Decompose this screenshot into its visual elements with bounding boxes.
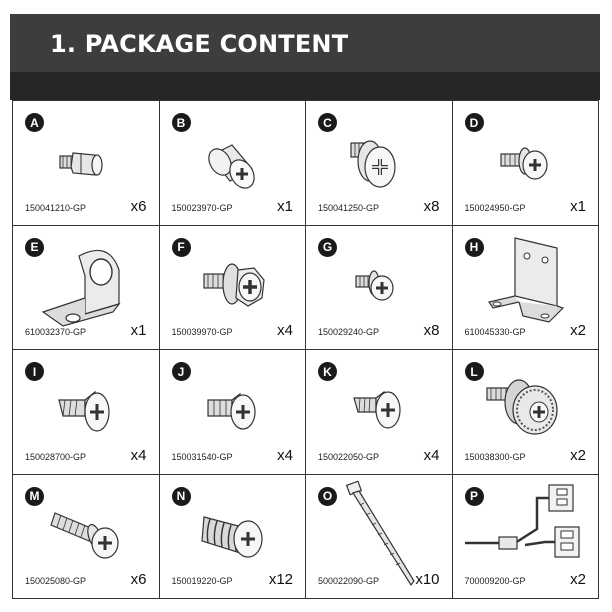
quantity: x4 (277, 322, 293, 339)
part-cell-f: F 150039970-GP x4 (159, 225, 306, 350)
item-letter-badge: L (464, 362, 484, 381)
part-cell-b: B 150023970-GP x1 (159, 101, 306, 226)
part-cell-d: D 150024950-GP x1 (452, 101, 599, 226)
part-number: 150025080-GP (25, 576, 87, 586)
part-number: 500022090-GP (318, 576, 380, 586)
item-letter-badge: A (25, 113, 44, 132)
item-letter-badge: D (464, 113, 484, 132)
cable-tie-icon (345, 479, 415, 586)
part-number: 150023970-GP (171, 202, 233, 213)
quantity: x4 (130, 446, 147, 464)
item-letter-badge: B (171, 113, 191, 132)
part-number: 150028700-GP (25, 451, 87, 462)
countersunk-screw-icon (58, 390, 110, 432)
quantity: x1 (277, 197, 293, 215)
item-letter-badge: N (171, 486, 191, 506)
quantity: x2 (570, 446, 586, 464)
quantity: x4 (277, 446, 293, 464)
part-number: 150031540-GP (171, 451, 233, 462)
item-letter-badge: C (318, 113, 337, 132)
part-cell-a: A 150041210-GP x6 (13, 101, 160, 226)
item-letter-badge: G (318, 237, 337, 257)
part-number: 700009200-GP (464, 576, 526, 586)
l-bracket-icon (41, 249, 121, 327)
quantity: x2 (570, 322, 586, 339)
item-letter-badge: E (25, 237, 44, 257)
part-cell-p: P 700009200-GP x2 (452, 474, 599, 599)
parts-grid: A 150041210-GP x6 B 150023970-GP x1 (12, 100, 599, 599)
part-number: 150041250-GP (318, 202, 380, 213)
part-cell-g: G 150029240-GP x8 (306, 225, 453, 350)
part-number: 150022050-GP (318, 451, 380, 462)
part-cell-o: O 500022090-GP x10 (306, 474, 453, 599)
quantity: x8 (423, 322, 440, 339)
long-screw-icon (50, 511, 119, 559)
countersunk-screw-icon (206, 392, 256, 430)
large-head-screw-icon (350, 140, 396, 188)
part-number: 150029240-GP (318, 327, 380, 337)
part-number: 150019220-GP (171, 576, 233, 586)
quantity: x1 (130, 322, 147, 339)
part-number: 150039970-GP (171, 327, 233, 337)
part-cell-l: L 150038300-GP x2 (452, 350, 599, 475)
item-letter-badge: F (171, 237, 191, 257)
short-screw-icon (499, 147, 548, 180)
cylinder-nut-icon (207, 144, 255, 189)
splitter-cable-icon (464, 483, 580, 558)
part-number: 150038300-GP (464, 451, 526, 462)
item-letter-badge: M (25, 486, 44, 506)
page-title: 1. PACKAGE CONTENT (50, 30, 349, 58)
part-number: 610045330-GP (464, 327, 526, 337)
item-letter-badge: J (171, 362, 191, 381)
part-cell-c: C 150041250-GP x8 (306, 101, 453, 226)
item-letter-badge: K (318, 362, 337, 381)
thumb-screw-icon (485, 379, 558, 435)
part-cell-e: E 610032370-GP x1 (13, 225, 160, 350)
part-cell-m: M 150025080-GP x6 (13, 474, 160, 599)
item-letter-badge: P (464, 486, 484, 506)
fan-screw-icon (200, 515, 263, 558)
quantity: x2 (570, 571, 586, 588)
part-cell-h: H 610045330-GP x2 (452, 225, 599, 350)
part-cell-j: J 150031540-GP x4 (159, 350, 306, 475)
flange-screw-icon (202, 262, 265, 307)
quantity: x1 (570, 197, 586, 215)
header-band (10, 72, 600, 100)
quantity: x8 (423, 197, 440, 215)
part-number: 610032370-GP (25, 327, 87, 337)
quantity: x4 (423, 446, 440, 464)
mounting-bracket-icon (487, 236, 564, 323)
item-letter-badge: I (25, 362, 44, 381)
part-number: 150024950-GP (464, 202, 526, 213)
quantity: x6 (130, 197, 147, 215)
item-letter-badge: O (318, 486, 337, 506)
standoff-icon (59, 152, 103, 176)
part-cell-i: I 150028700-GP x4 (13, 350, 160, 475)
part-cell-k: K 150022050-GP x4 (306, 350, 453, 475)
item-letter-badge: H (464, 237, 484, 257)
small-screw-icon (355, 269, 394, 301)
countersunk-screw-icon (353, 390, 401, 429)
quantity: x6 (130, 571, 147, 588)
part-number: 150041210-GP (25, 202, 87, 213)
section-header: 1. PACKAGE CONTENT (10, 14, 600, 100)
quantity: x12 (268, 571, 293, 588)
quantity: x10 (415, 571, 440, 588)
part-cell-n: N 150019220-GP x12 (159, 474, 306, 599)
